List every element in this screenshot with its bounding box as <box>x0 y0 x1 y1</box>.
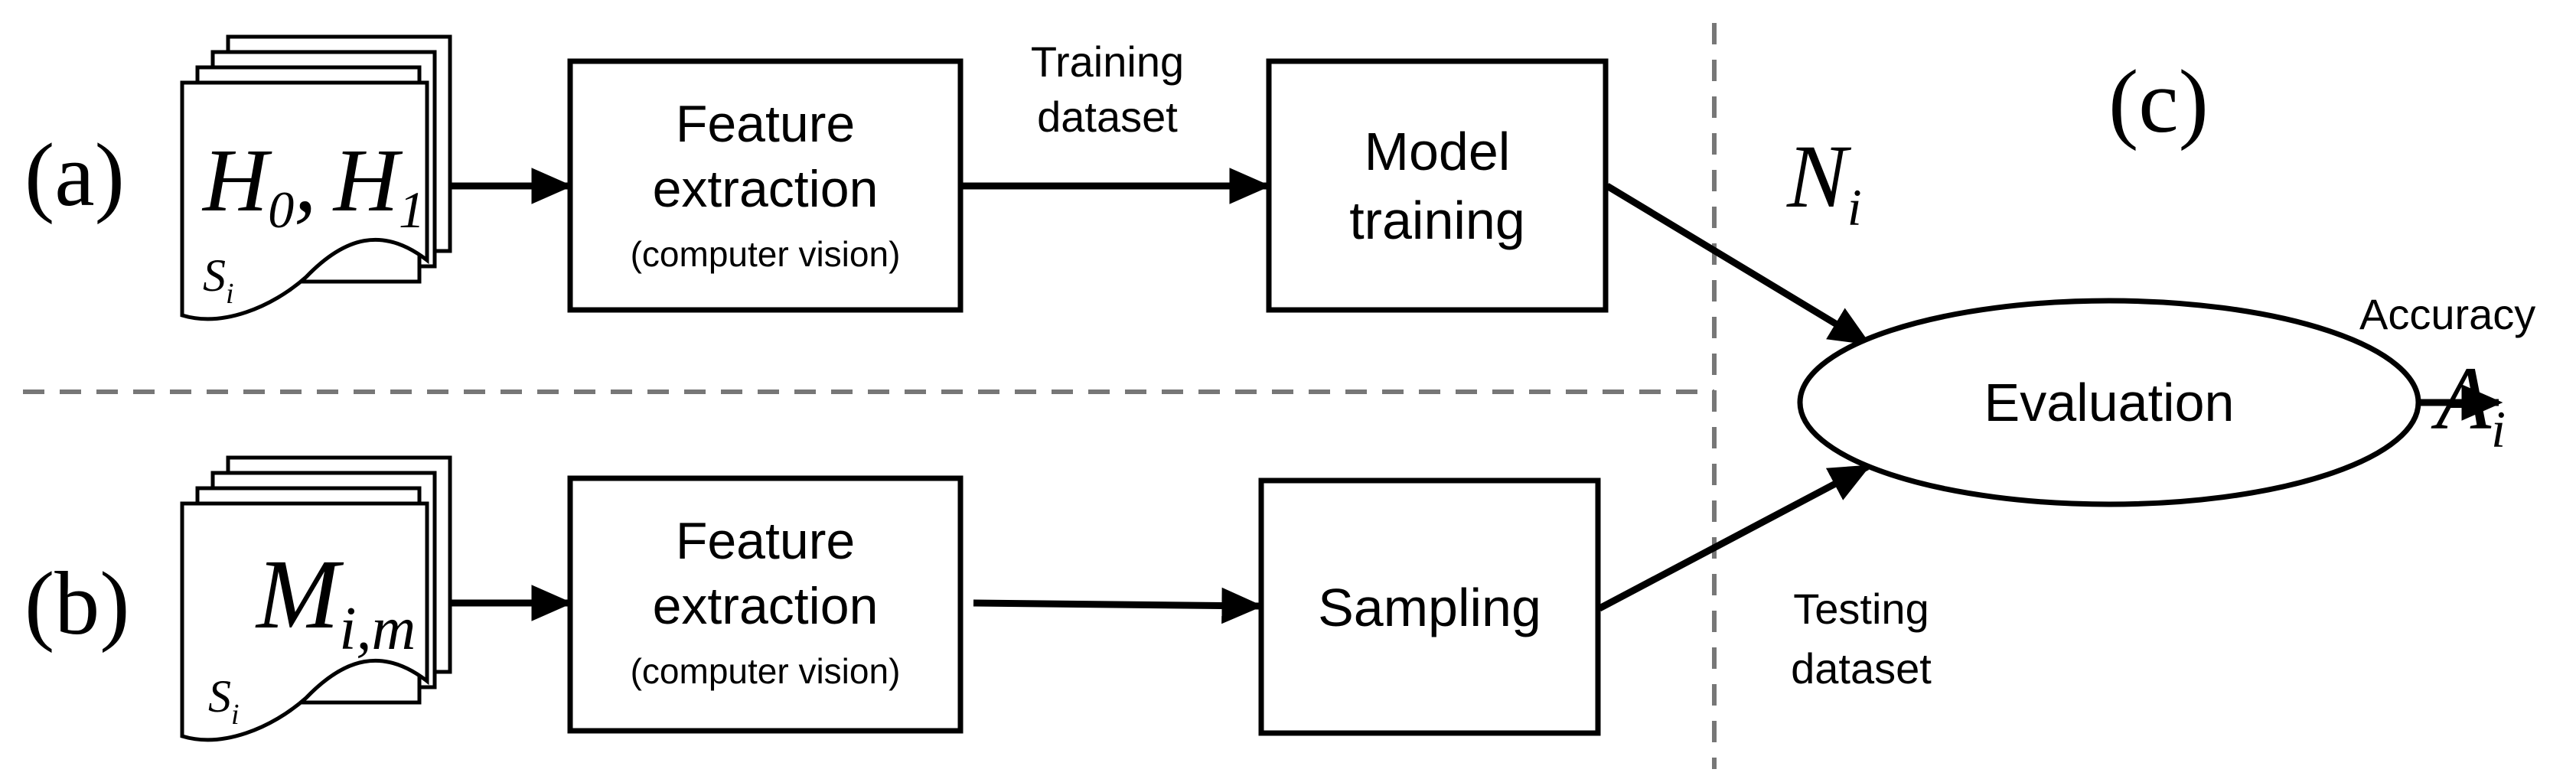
panel-label-a: (a) <box>24 125 125 225</box>
a-label: Ai <box>2431 348 2506 458</box>
n-label: Ni <box>1786 126 1862 236</box>
m-label: Mi,m <box>255 539 416 663</box>
panel-label-b: (b) <box>24 553 130 654</box>
document-stack-b <box>180 455 452 742</box>
evaluation-ellipse <box>1797 298 2421 507</box>
feature-box-b-line2: extraction <box>653 577 879 635</box>
sampling-label: Sampling <box>1318 578 1541 637</box>
arrow-sampling-to-evaluation <box>1597 464 1871 611</box>
testing-dataset-line2: dataset <box>1791 644 1932 693</box>
arrow-feature-to-sampling <box>973 587 1264 624</box>
feature-extraction-box-b <box>567 475 964 734</box>
training-dataset-line1: Training <box>1031 37 1184 86</box>
accuracy-label: Accuracy <box>2359 290 2535 338</box>
s-label-a: Si <box>203 250 234 310</box>
model-box-line2: training <box>1349 191 1525 250</box>
testing-dataset-line1: Testing <box>1793 585 1929 633</box>
arrow-model-to-evaluation <box>1605 183 1871 346</box>
feature-box-b-line3: (computer vision) <box>631 651 901 691</box>
training-dataset-line2: dataset <box>1037 93 1178 141</box>
h0-label: H0,H1 <box>201 130 425 239</box>
feature-extraction-box-a <box>567 58 964 313</box>
document-stack-a <box>180 34 452 321</box>
sampling-box <box>1258 478 1601 736</box>
feature-box-b-line1: Feature <box>676 512 855 570</box>
s-label-b: Si <box>208 671 240 731</box>
model-training-box <box>1266 58 1609 313</box>
panel-label-c: (c) <box>2108 51 2209 152</box>
feature-box-a-line3: (computer vision) <box>631 234 901 274</box>
feature-box-a-line2: extraction <box>653 160 879 218</box>
model-box-line1: Model <box>1365 122 1511 181</box>
evaluation-label: Evaluation <box>1984 373 2235 432</box>
feature-box-a-line1: Feature <box>676 95 855 153</box>
